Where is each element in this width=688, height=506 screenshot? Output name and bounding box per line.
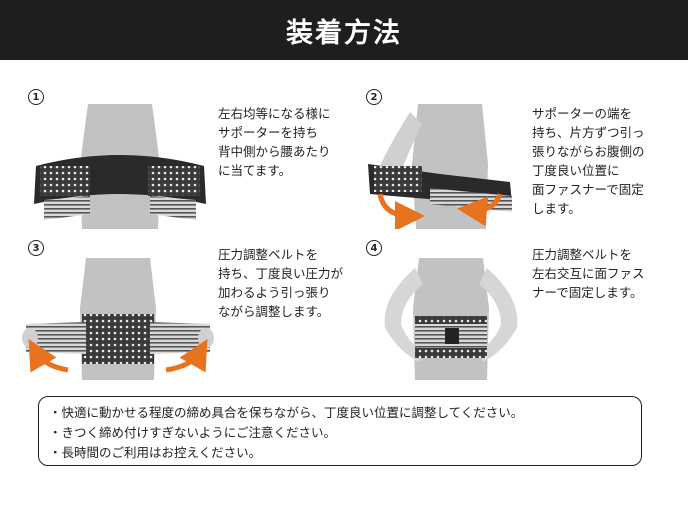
belt-mesh-right <box>148 166 200 196</box>
step-number-2: 2 <box>366 89 382 105</box>
belt-mesh-left <box>40 166 90 196</box>
arm-left <box>380 112 422 174</box>
step-number-1: 1 <box>28 89 44 105</box>
step-4-illustration <box>384 258 518 380</box>
page-header: 装着方法 <box>0 0 688 60</box>
step-1-text: 左右均等になる様に サポーターを持ち 背中側から腰あたり に当てます。 <box>218 106 331 178</box>
belt-buckle <box>445 328 459 344</box>
arm-left <box>384 268 423 362</box>
step-4-text: 圧力調整ベルトを 左右交互に面ファス ナーで固定します。 <box>532 247 645 300</box>
belt-center <box>82 314 154 364</box>
arm-right <box>479 268 518 362</box>
strap-left <box>44 196 90 220</box>
step-3-text: 圧力調整ベルトを 持ち、丁度良い圧力が 加わるよう引っ張り ながら調整します。 <box>218 247 344 319</box>
step-2-text: サポーターの端を 持ち、片方ずつ引っ 張りながらお腹側の 丁度良い位置に 面ファ… <box>532 106 645 216</box>
arrow-right-icon <box>457 193 503 227</box>
note-item: きつく締め付けすぎないようにご注意ください。 <box>49 423 631 443</box>
notes-box: 快適に動かせる程度の締め具合を保ちながら、丁度良い位置に調整してください。 きつ… <box>38 396 642 466</box>
arrow-left-icon <box>28 338 69 373</box>
page-title: 装着方法 <box>286 17 402 49</box>
strap-right <box>150 196 196 220</box>
hand-left <box>22 328 38 348</box>
hand-right <box>198 328 214 348</box>
step-number-3: 3 <box>28 240 44 256</box>
note-item: 快適に動かせる程度の締め具合を保ちながら、丁度良い位置に調整してください。 <box>49 403 631 423</box>
step-3-illustration <box>22 258 214 380</box>
step-number-4: 4 <box>366 240 382 256</box>
arrow-right-icon <box>165 338 208 373</box>
step-2-illustration <box>368 104 512 229</box>
step-1-illustration <box>34 104 206 229</box>
arrow-left-icon <box>377 193 425 229</box>
belt-mesh <box>374 166 422 192</box>
note-item: 長時間のご利用はお控えください。 <box>49 443 631 463</box>
